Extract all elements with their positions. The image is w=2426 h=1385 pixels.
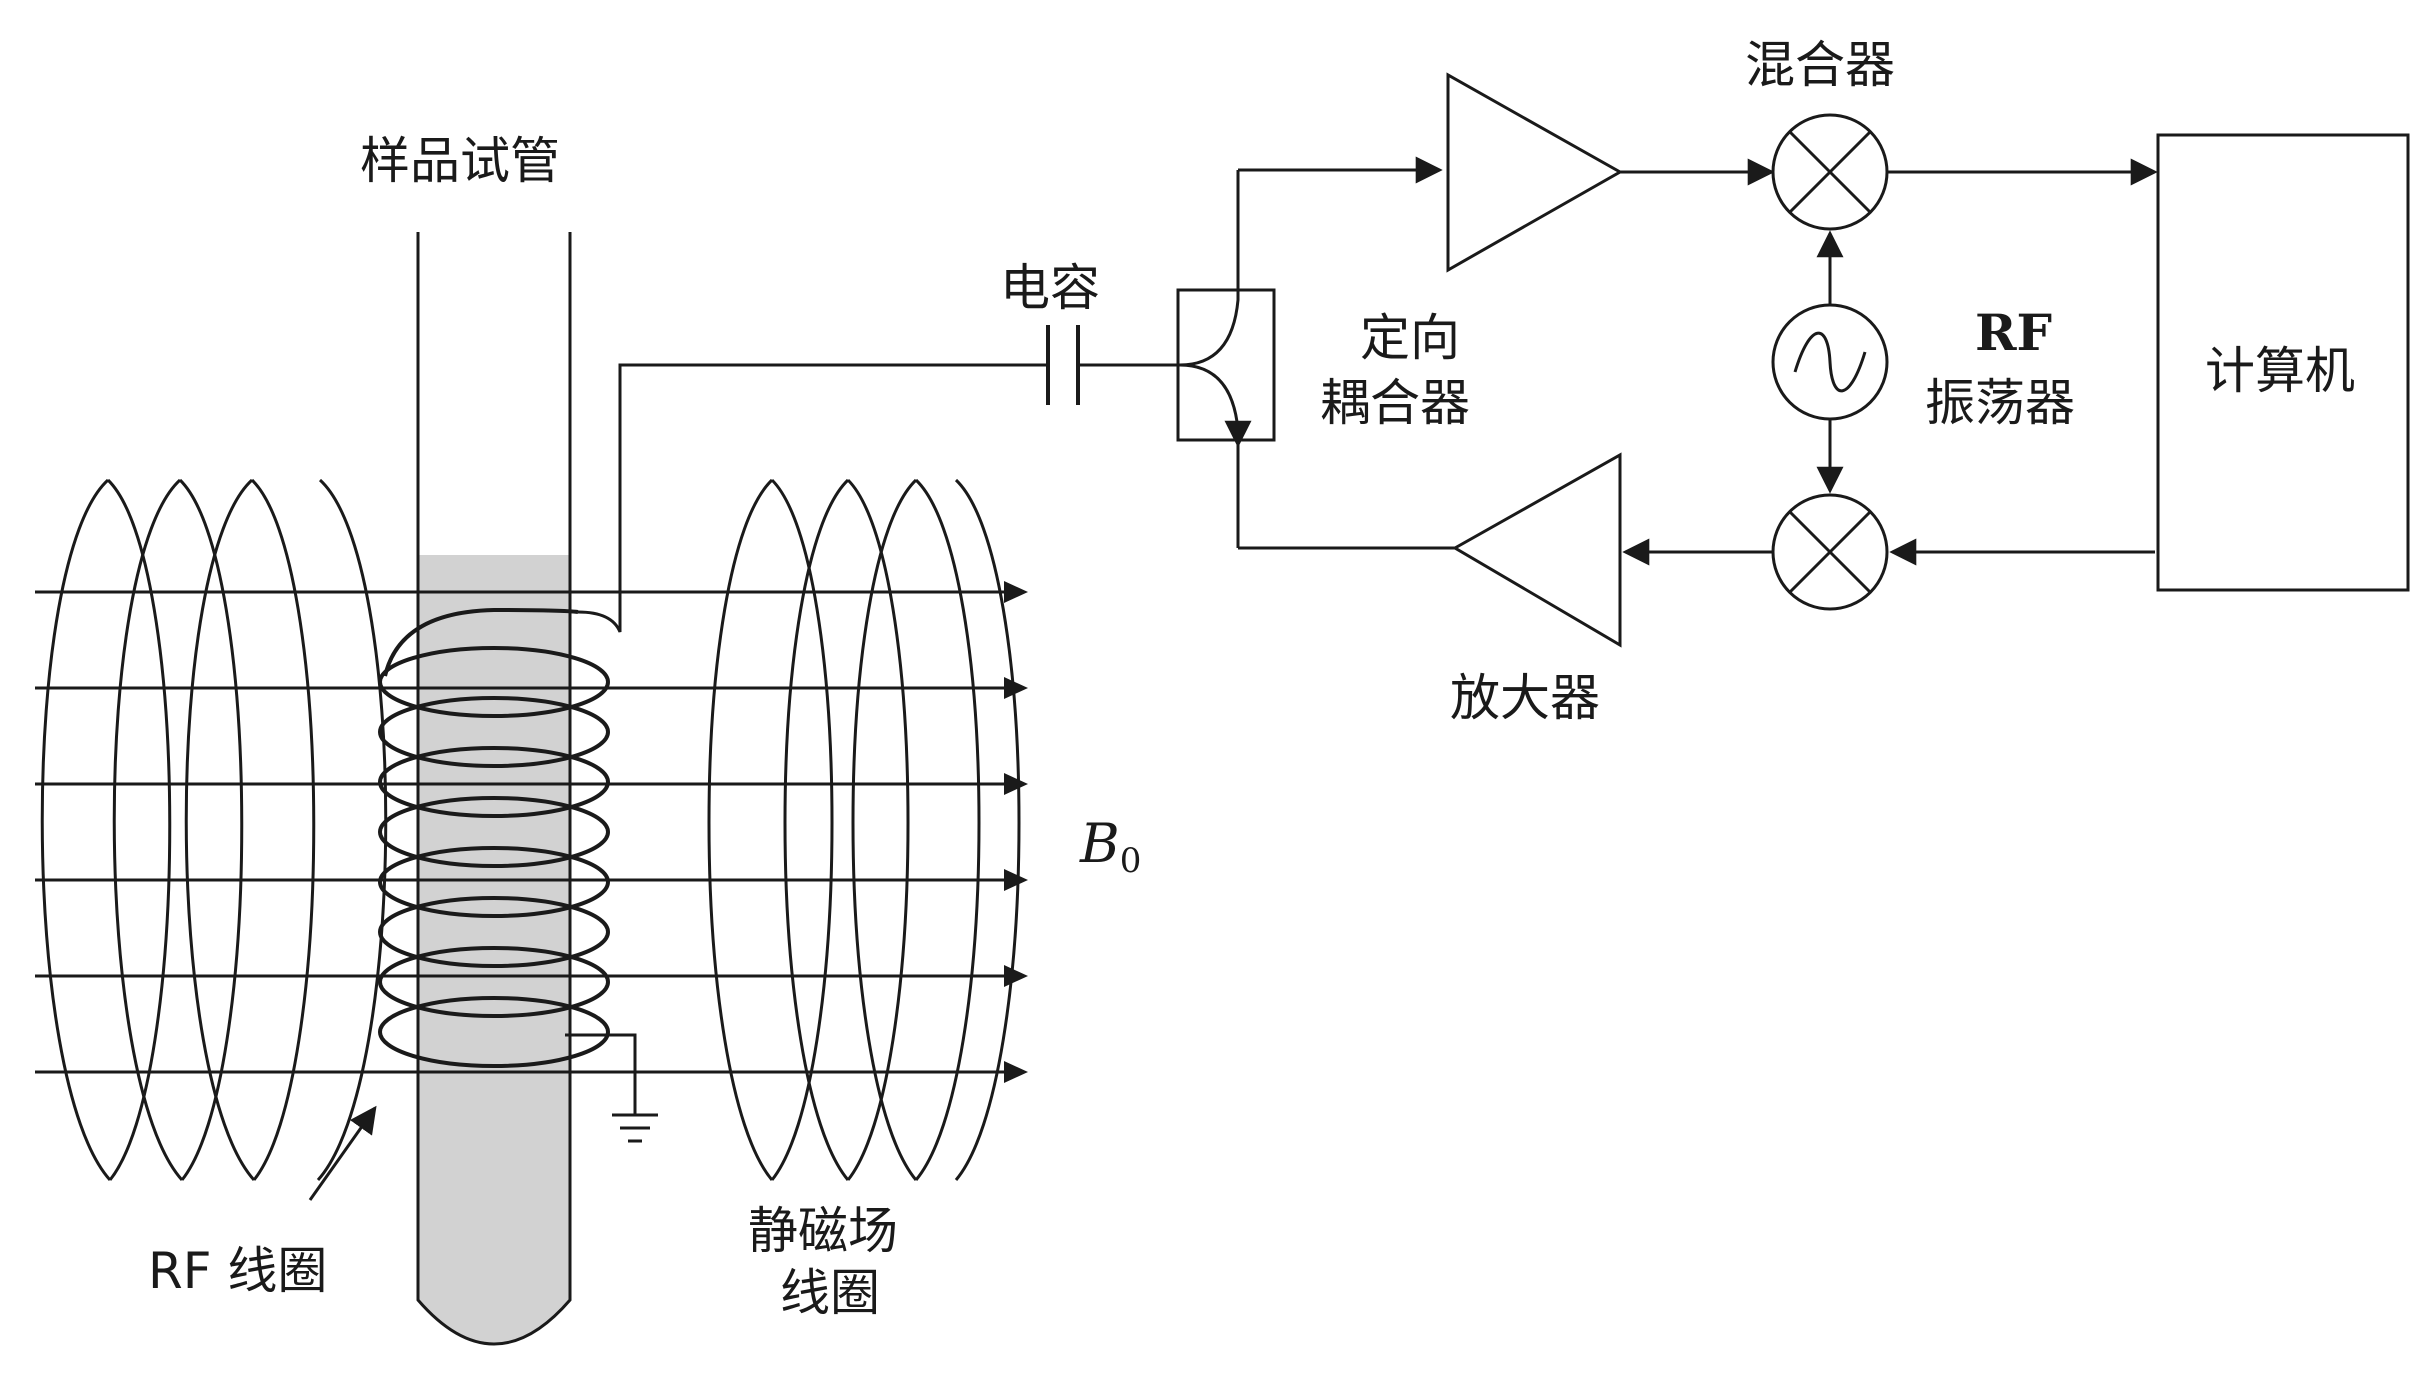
directional-coupler-label-1: 定向	[1360, 309, 1460, 367]
b0-main: B	[1079, 812, 1120, 875]
sample-tube	[416, 232, 572, 1346]
static-coil-left	[40, 478, 388, 1182]
rf-coil-turn	[378, 796, 610, 868]
rf-oscillator-label-2: 振荡器	[1925, 374, 2075, 432]
mixer-bottom	[1771, 493, 2155, 611]
static-coil-label-1: 静磁场	[748, 1202, 898, 1260]
rf-oscillator	[1771, 230, 1889, 494]
rf-coil-turn	[378, 946, 610, 1018]
directional-coupler	[1176, 156, 1455, 550]
mixer-label: 混合器	[1745, 36, 1895, 94]
rf-coil	[378, 607, 610, 1068]
rf-coil-turn	[378, 996, 610, 1068]
capacitor-label: 电容	[1000, 259, 1100, 317]
computer-label: 计算机	[2205, 342, 2355, 400]
amplifier-label: 放大器	[1450, 669, 1600, 727]
b0-subscript: 0	[1120, 841, 1142, 881]
amplifier-top	[1446, 72, 1775, 273]
directional-coupler-label-2: 耦合器	[1320, 374, 1470, 432]
computer-box	[2156, 133, 2410, 592]
static-coil-label-2: 线圈	[780, 1264, 880, 1322]
rf-coil-turn	[378, 696, 610, 768]
static-coil-right	[707, 478, 1021, 1181]
rf-coil-turn	[378, 646, 610, 718]
field-line-arrowhead	[1004, 869, 1028, 891]
rf-coil-turn	[378, 896, 610, 968]
rf-coil-turn	[378, 846, 610, 918]
ground-symbol	[612, 1113, 658, 1143]
sample-tube-label: 样品试管	[360, 132, 560, 190]
amplifier-bottom	[1451, 452, 1772, 648]
capacitor	[1046, 325, 1180, 405]
rf-coil-label: RF 线圈	[148, 1242, 327, 1300]
rf-coil-lead	[565, 363, 1048, 1115]
field-line-arrowhead	[1004, 677, 1028, 699]
b0-label: B0	[1079, 812, 1141, 881]
rf-coil-top-lead	[383, 607, 579, 677]
mixer-top	[1771, 113, 2158, 231]
field-line-arrowhead	[1004, 965, 1028, 987]
field-line-arrowhead	[1004, 773, 1028, 795]
b0-field-lines	[35, 581, 1028, 1083]
field-line-arrowhead	[1004, 581, 1028, 603]
rf-coil-turn	[378, 746, 610, 818]
rf-coil-pointer	[308, 1105, 377, 1201]
field-line-arrowhead	[1004, 1061, 1028, 1083]
rf-oscillator-label-1: RF	[1975, 303, 2052, 362]
